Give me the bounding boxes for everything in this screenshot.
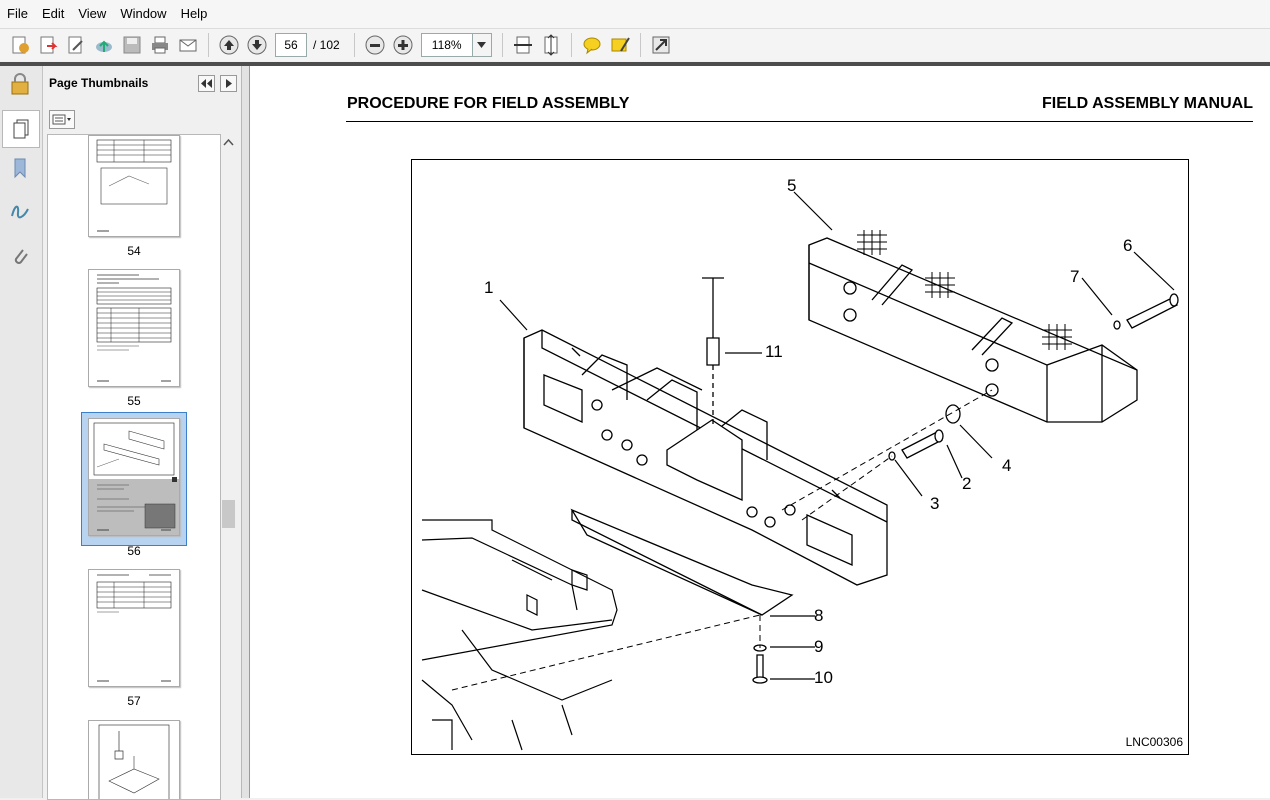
thumbnail-label: 55: [127, 394, 141, 408]
thumbnail-page-58[interactable]: [88, 720, 180, 799]
menu-bar: File Edit View Window Help: [0, 0, 1270, 29]
toolbar-separator: [353, 33, 355, 57]
toolbar-separator: [570, 33, 572, 57]
thumbnail-list: 54 55 56 57: [47, 134, 221, 800]
callout-11: 11: [765, 342, 783, 361]
callout-8: 8: [814, 606, 824, 625]
assembly-figure: 1 2 3 4 5 6 7 8 9 10 11 LNC00306: [411, 159, 1189, 755]
previous-page-icon[interactable]: [215, 31, 243, 59]
exploded-view-drawing: [421, 191, 1179, 751]
toolbar-separator: [501, 33, 503, 57]
menu-help[interactable]: Help: [180, 6, 208, 21]
fit-page-icon[interactable]: [537, 31, 565, 59]
menu-view[interactable]: View: [78, 6, 107, 21]
thumbnail-page-54[interactable]: [88, 135, 180, 237]
page-header-right: FIELD ASSEMBLY MANUAL: [1042, 95, 1253, 112]
zoom-value: 118%: [431, 38, 462, 52]
callout-10: 10: [814, 668, 833, 687]
bookmark-icon[interactable]: [6, 154, 34, 182]
highlight-icon[interactable]: [606, 31, 634, 59]
comment-icon[interactable]: [578, 31, 606, 59]
header-rule: [346, 121, 1253, 122]
create-pdf-icon[interactable]: [6, 31, 34, 59]
callout-1: 1: [484, 278, 494, 297]
thumbnail-label: 54: [127, 244, 141, 258]
callout-2: 2: [962, 474, 972, 493]
full-screen-icon[interactable]: [647, 31, 675, 59]
toolbar-divider: [0, 62, 1270, 66]
callout-5: 5: [787, 176, 797, 195]
signature-icon[interactable]: [6, 198, 34, 226]
toolbar-separator: [639, 33, 641, 57]
toolbar: 56 / 102 118%: [0, 29, 1270, 61]
callout-7: 7: [1070, 267, 1080, 286]
thumbnail-page-55[interactable]: [88, 269, 180, 387]
callout-4: 4: [1002, 456, 1012, 475]
navigation-rail: [0, 66, 43, 798]
panel-splitter[interactable]: [242, 66, 250, 798]
email-icon[interactable]: [174, 31, 202, 59]
document-view: PROCEDURE FOR FIELD ASSEMBLY FIELD ASSEM…: [250, 66, 1270, 798]
print-icon[interactable]: [146, 31, 174, 59]
page-header-left: PROCEDURE FOR FIELD ASSEMBLY: [347, 95, 630, 112]
zoom-select[interactable]: 118%: [420, 33, 492, 57]
page-thumbnails-panel: Page Thumbnails 54 55 56 57: [43, 66, 242, 800]
scrollbar-thumb[interactable]: [222, 500, 235, 528]
page-total: / 102: [313, 38, 340, 52]
thumbnail-label: 57: [127, 694, 141, 708]
thumbnail-page-56[interactable]: [88, 418, 180, 536]
next-page-icon[interactable]: [243, 31, 271, 59]
upload-cloud-icon[interactable]: [90, 31, 118, 59]
save-icon[interactable]: [118, 31, 146, 59]
callout-6: 6: [1123, 236, 1133, 255]
edit-pdf-icon[interactable]: [62, 31, 90, 59]
thumbnail-label: 56: [127, 544, 141, 558]
menu-edit[interactable]: Edit: [41, 6, 65, 21]
lock-icon[interactable]: [6, 70, 34, 98]
thumbnail-options-button[interactable]: [49, 110, 75, 129]
thumbnail-scrollbar[interactable]: [221, 134, 236, 798]
fit-width-icon[interactable]: [509, 31, 537, 59]
menu-file[interactable]: File: [7, 6, 28, 21]
panel-title: Page Thumbnails: [49, 76, 149, 90]
menu-window[interactable]: Window: [120, 6, 167, 21]
zoom-in-icon[interactable]: [389, 31, 417, 59]
chevron-down-icon[interactable]: [471, 34, 491, 56]
scroll-up-icon[interactable]: [221, 136, 236, 150]
figure-code: LNC00306: [1125, 735, 1183, 749]
callout-9: 9: [814, 637, 824, 656]
zoom-out-icon[interactable]: [361, 31, 389, 59]
expand-panel-icon[interactable]: [220, 75, 237, 92]
pages-icon[interactable]: [2, 110, 40, 148]
collapse-panel-icon[interactable]: [198, 75, 215, 92]
thumbnail-page-57[interactable]: [88, 569, 180, 687]
toolbar-separator: [208, 33, 209, 57]
attachment-icon[interactable]: [6, 242, 34, 270]
callout-3: 3: [930, 494, 940, 513]
export-pdf-icon[interactable]: [34, 31, 62, 59]
page-number-input[interactable]: 56: [275, 33, 307, 57]
